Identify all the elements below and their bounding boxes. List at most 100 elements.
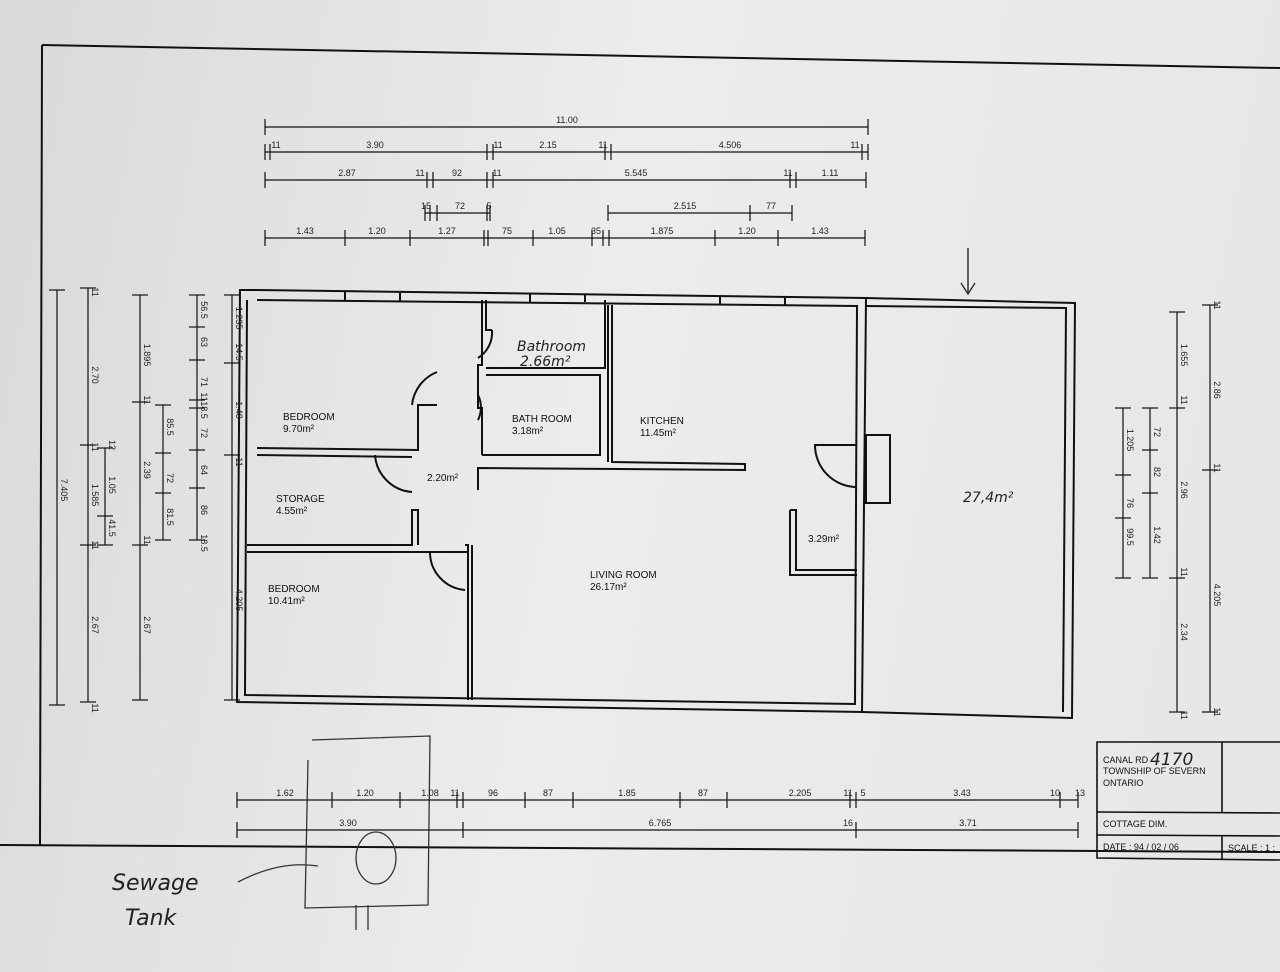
sewage-label: Sewage	[112, 871, 198, 896]
dimension-label: 1.11	[822, 168, 839, 178]
arrow-down-icon	[960, 248, 976, 296]
dimension-label: 1.48	[234, 401, 244, 419]
dimension-label: 3.71	[959, 818, 977, 828]
dimension-label: 87	[698, 788, 708, 798]
dimension-label: 1.08	[421, 788, 439, 798]
dimension-label: 11	[1179, 395, 1189, 404]
room-labels: BEDROOM 9.70m² Bathroom 2.66m² BATH ROOM…	[112, 339, 1014, 931]
dimension-label: 76	[1125, 498, 1135, 508]
dimension-label: 1.20	[738, 226, 756, 236]
address-line-3: ONTARIO	[1103, 778, 1143, 788]
dimension-label: 87	[543, 788, 553, 798]
dimension-label: 5.545	[625, 168, 648, 178]
tank-label: Tank	[125, 906, 178, 931]
sewage-tank-sketch	[237, 735, 431, 930]
dimension-label: 1.62	[276, 788, 294, 798]
dimension-label: 56.5	[199, 301, 209, 319]
dimension-label: 11	[271, 140, 280, 150]
dimension-label: 64	[199, 465, 209, 475]
room-area-living-room: 26.17m²	[590, 582, 627, 593]
dimension-label: 2.86	[1212, 381, 1222, 399]
title-block	[1096, 741, 1280, 861]
drawing-title: COTTAGE DIM.	[1103, 819, 1167, 829]
dimension-label: 12	[107, 440, 117, 450]
dimension-label: 7.405	[59, 479, 69, 502]
drawing-frame	[0, 44, 1280, 853]
dimension-label: 11.00	[556, 115, 578, 125]
dimension-label: 92	[452, 168, 462, 178]
dimension-label: 41.5	[107, 519, 117, 537]
room-area-bedroom-1: 9.70m²	[283, 424, 315, 435]
dimension-label: 11	[90, 540, 100, 549]
dimension-label: 82	[1152, 467, 1162, 477]
dimension-label: 71	[199, 377, 209, 387]
dimension-label: 11	[142, 535, 152, 544]
dimension-label: 85.5	[165, 418, 175, 436]
dimension-label: 11	[492, 168, 501, 178]
dimension-label: 1.205	[1125, 429, 1135, 452]
dimension-label: 11	[90, 287, 100, 296]
dimension-label: 99.5	[1125, 528, 1135, 546]
dimension-label: 96	[488, 788, 498, 798]
room-name-bedroom-2: BEDROOM	[268, 584, 320, 595]
dimension-label: 16	[843, 818, 853, 828]
address-number: 4170	[1150, 750, 1193, 770]
dimension-label: 63	[199, 337, 209, 347]
address-line-2: TOWNSHIP OF SEVERN	[1103, 766, 1206, 776]
room-name-bath-room: BATH ROOM	[512, 414, 572, 425]
room-area-storage: 4.55m²	[276, 506, 308, 517]
room-name-kitchen: KITCHEN	[640, 416, 684, 427]
dimension-label: 13	[1075, 788, 1085, 798]
dimension-label: 14.5	[234, 343, 244, 361]
dimension-label: 1.05	[548, 226, 566, 236]
dimension-label: 11	[450, 788, 459, 798]
dimension-label: 1.235	[234, 307, 244, 330]
address-line-1: CANAL RD	[1103, 755, 1149, 765]
dimension-label: 11	[1212, 300, 1222, 309]
dimension-label: 11	[493, 140, 502, 150]
dimension-label: 18.5	[199, 401, 209, 419]
dimension-label: 2.67	[142, 616, 152, 634]
dimension-label: 11	[199, 392, 209, 401]
dimension-label: 11	[598, 140, 607, 150]
dimension-label: 1.20	[368, 226, 386, 236]
dimension-label: 72	[165, 473, 175, 483]
room-area-closet: 3.29m²	[808, 534, 840, 545]
room-area-hall: 2.20m²	[427, 473, 459, 484]
dimension-label: 1.875	[651, 226, 674, 236]
room-area-bath-room: 3.18m²	[512, 426, 544, 437]
walls	[235, 289, 1077, 720]
dimension-label: 1.43	[296, 226, 314, 236]
dimension-label: 4.506	[719, 140, 742, 150]
dimension-label: 2.515	[674, 201, 697, 211]
dimension-label: 2.67	[90, 616, 100, 634]
dimension-label: 1.85	[618, 788, 636, 798]
dimension-label: 1.20	[356, 788, 374, 798]
dimension-label: 72	[455, 201, 465, 211]
dimension-label: 4.205	[1212, 584, 1222, 607]
dimension-label: 11	[850, 140, 859, 150]
dimension-label: 11	[142, 395, 152, 404]
room-name-bedroom-1: BEDROOM	[283, 412, 335, 423]
dimension-label: 4.205	[234, 589, 244, 612]
dimension-label: 3.90	[366, 140, 384, 150]
dimension-label: 81.5	[165, 508, 175, 526]
dimension-label: 1.655	[1179, 344, 1189, 367]
dimension-label: 1.895	[142, 344, 152, 367]
dimension-label: 11	[234, 457, 244, 466]
drawing-date: DATE : 94 / 02 / 06	[1103, 842, 1179, 852]
dimension-label: 2.205	[789, 788, 812, 798]
dimension-label: 2.87	[338, 168, 356, 178]
room-name-storage: STORAGE	[276, 494, 325, 505]
room-name-bathroom-handwritten: Bathroom	[517, 339, 586, 355]
dimension-label: 2.70	[90, 366, 100, 384]
dimension-label: 3.43	[953, 788, 971, 798]
dimension-label: 72	[199, 428, 209, 438]
dimension-label: 1.42	[1152, 526, 1162, 544]
dimension-label: 11	[783, 168, 792, 178]
dimension-label: 11	[1212, 463, 1222, 472]
dimension-label: 11	[1212, 707, 1222, 716]
room-area-bedroom-2: 10.41m²	[268, 596, 305, 607]
dimension-label: 11	[1179, 710, 1189, 719]
